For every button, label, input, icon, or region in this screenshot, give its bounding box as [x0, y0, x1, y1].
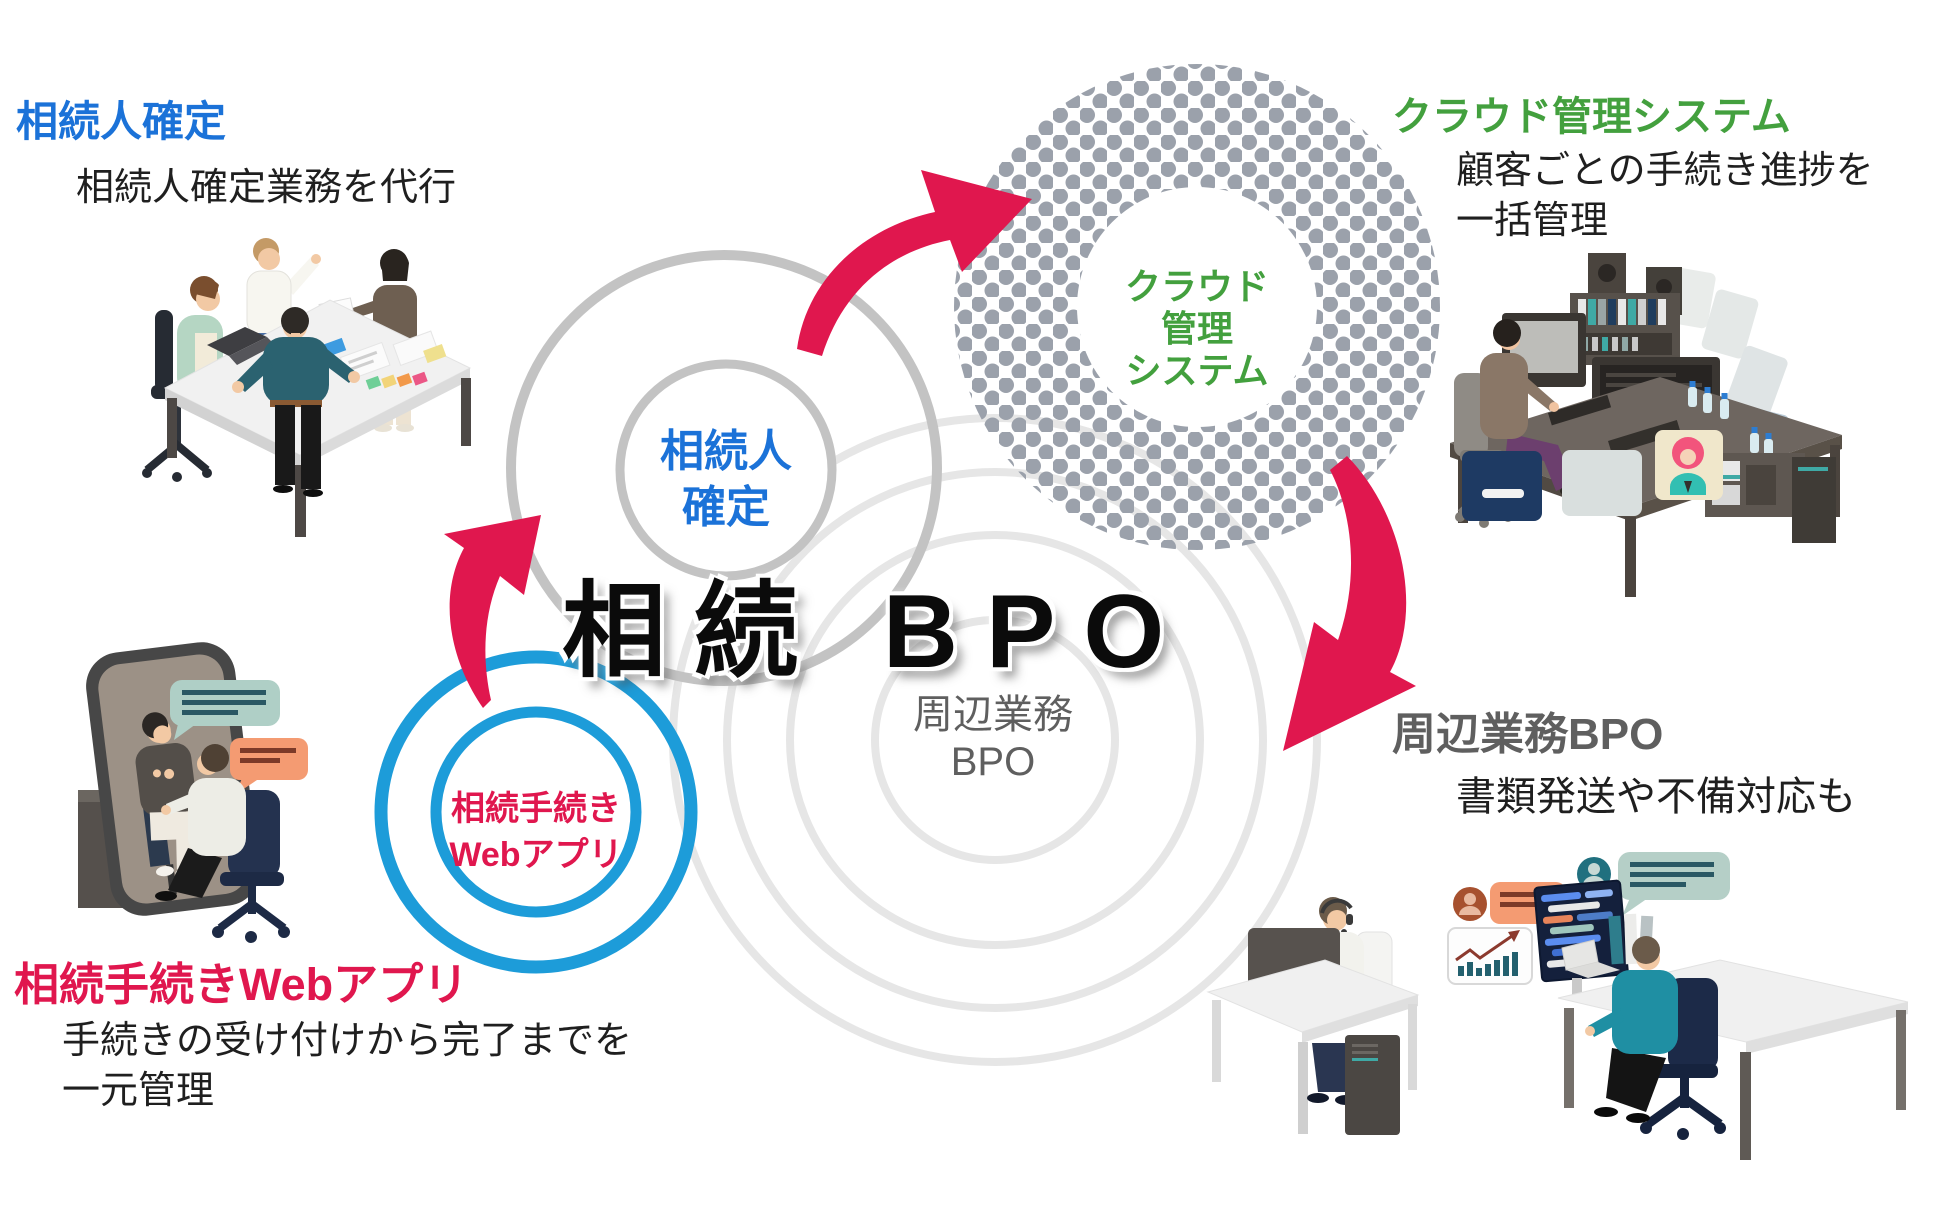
flow-arrows: [444, 170, 1416, 751]
heir-circle-label: 相続人 確定: [606, 424, 846, 536]
video-call-remote-person: [135, 712, 197, 895]
webapp-callout-body-line1: 手続きの受け付けから完了までを: [62, 1020, 633, 1062]
bpo-callout-body: 書類発送や不備対応も: [1456, 775, 1856, 819]
chat-bubble-teal: [170, 680, 280, 740]
cloud-dotted-ring: [954, 64, 1440, 550]
heir-rings: [506, 250, 942, 686]
webapp-callout-body: 手続きの受け付けから完了までを 一元管理: [62, 1016, 632, 1116]
heir-circle-label-line1: 相続人: [660, 427, 792, 476]
cloud-callout-heading: クラウド管理システム: [1392, 95, 1791, 139]
office-desks-illustration: [1206, 852, 1909, 1160]
video-call-phone-illustration: [78, 642, 308, 943]
cloud-circle-label-line1: クラウド: [1124, 266, 1269, 307]
heir-callout-body: 相続人確定業務を代行: [76, 167, 457, 209]
bpo-circle-label-line2: BPO: [950, 740, 1036, 784]
avatar-orange: [1453, 887, 1487, 921]
webapp-callout-body-line2: 一元管理: [62, 1070, 215, 1112]
cloud-circle-label-line3: システム: [1125, 350, 1269, 391]
chart-panel: [1447, 927, 1533, 985]
cloud-callout-body-line1: 顧客ごとの手続き進捗を: [1456, 150, 1874, 192]
cloud-callout-body-line2: 一括管理: [1456, 200, 1609, 242]
bpo-callout-heading: 周辺業務BPO: [1392, 710, 1664, 759]
control-room-illustration: [1450, 253, 1842, 597]
arrow-cloud-to-bpo: [1283, 456, 1416, 751]
page-title: 相続 BPO: [562, 574, 1193, 690]
bpo-circle-label: 周辺業務 BPO: [873, 692, 1113, 786]
cloud-callout-body: 顧客ごとの手続き進捗を 一括管理: [1456, 146, 1874, 246]
heir-circle-label-line2: 確定: [682, 483, 770, 532]
heir-callout-heading: 相続人確定: [16, 98, 227, 145]
bpo-circle-label-line1: 周辺業務: [913, 693, 1073, 737]
webapp-callout-heading: 相続手続きWebアプリ: [14, 959, 469, 1010]
cloud-circle-label: クラウド 管理 システム: [1077, 266, 1317, 392]
team-meeting-illustration: [142, 238, 472, 537]
webapp-circle-label: 相続手続き Webアプリ: [416, 786, 656, 878]
arrow-heir-to-cloud: [797, 170, 1032, 356]
webapp-circle-label-line2: Webアプリ: [449, 836, 623, 874]
cloud-circle-label-line2: 管理: [1160, 308, 1233, 349]
chat-bubble-sage: [1618, 852, 1730, 916]
arrow-webapp-to-heir: [444, 515, 541, 708]
webapp-circle-label-line1: 相続手続き: [451, 790, 621, 828]
webapp-rings: [374, 650, 698, 974]
